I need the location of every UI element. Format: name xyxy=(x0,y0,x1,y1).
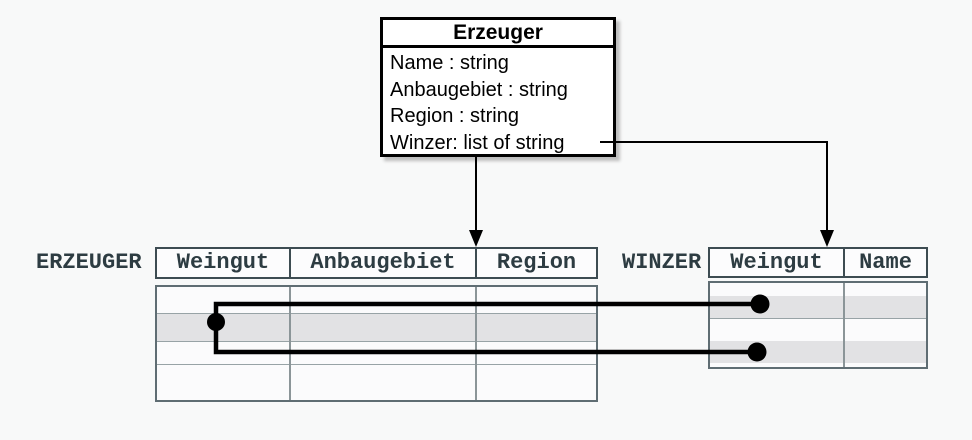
row-divider xyxy=(157,341,596,342)
highlighted-row xyxy=(710,341,926,363)
highlighted-row xyxy=(157,313,596,341)
table-body-winzer xyxy=(708,281,928,369)
table-header-winzer: Weingut Name xyxy=(708,247,928,278)
arrow-winzer-attribute-to-winzer-table xyxy=(600,141,834,247)
column-header-name: Name xyxy=(843,249,926,276)
class-attribute-name: Name : string xyxy=(390,52,509,74)
table-label-winzer: WINZER xyxy=(622,250,702,275)
class-box-title: Erzeuger xyxy=(383,20,613,48)
table-label-erzeuger: ERZEUGER xyxy=(36,250,142,275)
column-header-weingut: Weingut xyxy=(730,250,823,275)
column-header-anbaugebiet: Anbaugebiet xyxy=(289,249,475,277)
class-attribute-winzer: Winzer: list of string xyxy=(390,131,565,154)
column-header-weingut: Weingut xyxy=(176,250,270,275)
column-divider xyxy=(475,287,477,400)
class-attribute-region: Region : string xyxy=(390,105,519,127)
column-header-region: Region xyxy=(475,249,596,277)
row-divider xyxy=(157,364,596,365)
class-attribute-anbaugebiet: Anbaugebiet : string xyxy=(390,78,568,101)
highlighted-row xyxy=(710,296,926,318)
column-divider xyxy=(843,283,845,367)
table-header-erzeuger: Weingut Anbaugebiet Region xyxy=(155,247,598,279)
row-divider xyxy=(710,318,926,319)
class-box-erzeuger: Erzeuger Name : string Anbaugebiet : str… xyxy=(380,17,616,157)
table-body-erzeuger xyxy=(155,285,598,402)
arrow-classbox-to-erzeuger-table xyxy=(469,157,483,247)
class-box-attributes: Name : string Anbaugebiet : string Regio… xyxy=(383,48,613,154)
row-divider xyxy=(157,313,596,314)
column-divider xyxy=(289,287,291,400)
